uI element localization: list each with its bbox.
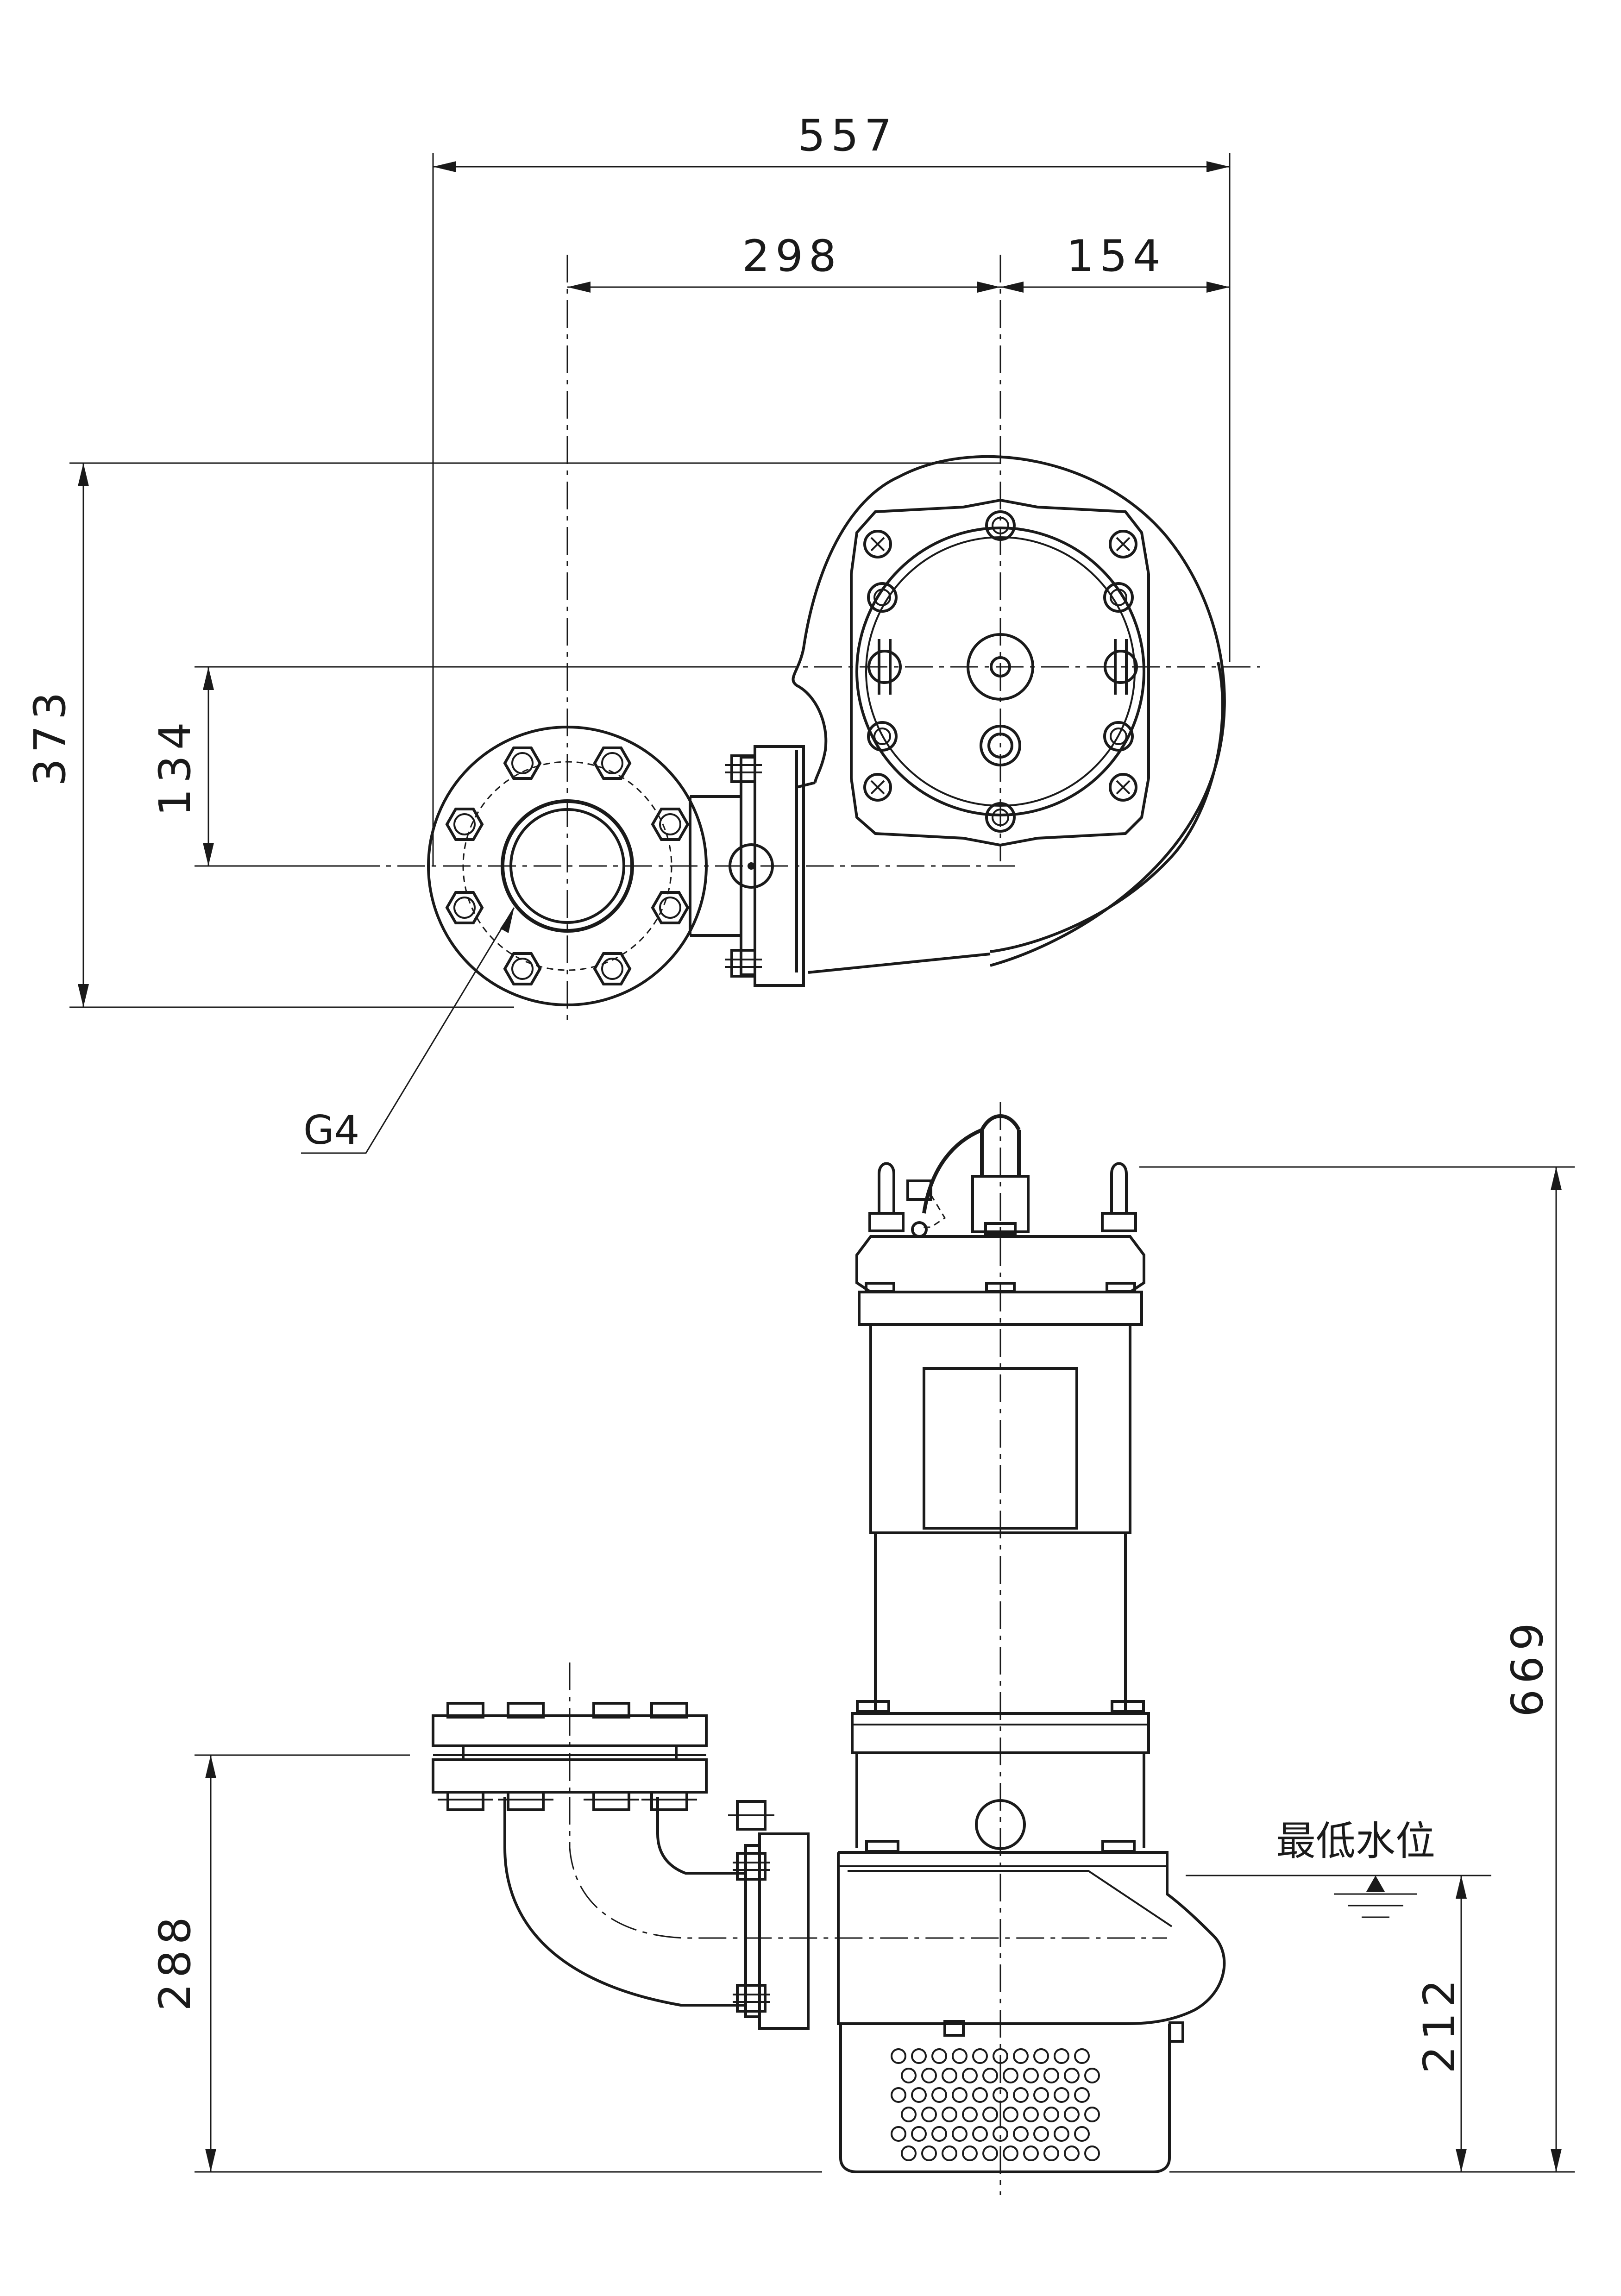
strainer-hole: [1033, 2126, 1049, 2142]
strainer-hole: [1023, 2145, 1039, 2161]
thread-leader: G4: [301, 907, 515, 1154]
strainer-hole: [1033, 2087, 1049, 2103]
plan-view: [427, 455, 1226, 1006]
outlet-thread-label: G4: [303, 1107, 359, 1154]
strainer-hole: [982, 2068, 998, 2083]
dim-overall-width-label: 557: [798, 111, 897, 161]
dim-center-to-casing-label: 154: [1066, 231, 1166, 282]
strainer-hole: [921, 2068, 937, 2083]
strainer-hole: [1023, 2068, 1039, 2083]
dim-plan-depth-label: 373: [25, 686, 75, 786]
strainer-hole: [1064, 2107, 1080, 2122]
strainer-hole: [1013, 2087, 1029, 2103]
strainer-hole: [1084, 2068, 1100, 2083]
strainer-hole: [972, 2126, 988, 2142]
strainer-hole: [1064, 2145, 1080, 2161]
dim-center-to-casing: 154: [1000, 231, 1230, 293]
discharge-elbow: [503, 1797, 1167, 2030]
strainer-hole: [901, 2145, 917, 2161]
strainer-hole: [1084, 2145, 1100, 2161]
dim-center-to-center-label: 298: [742, 231, 842, 282]
dim-outlet-height: 288: [150, 1755, 216, 2172]
strainer-hole: [1033, 2048, 1049, 2064]
discharge-neck: [795, 750, 991, 974]
strainer-hole: [1084, 2107, 1100, 2122]
strainer-hole: [931, 2126, 947, 2142]
strainer-hole: [952, 2087, 968, 2103]
strainer-hole: [1074, 2048, 1090, 2064]
strainer-hole: [972, 2048, 988, 2064]
dim-center-to-center: 298: [567, 231, 1000, 293]
strainer-hole: [982, 2107, 998, 2122]
flange-bolts: [445, 747, 690, 985]
strainer-hole: [962, 2068, 978, 2083]
strainer-hole: [1023, 2107, 1039, 2122]
strainer-hole: [1003, 2068, 1018, 2083]
strainer-hole: [931, 2048, 947, 2064]
min-water-level-mark: 最低水位: [1276, 1818, 1435, 1918]
strainer-hole: [1003, 2145, 1018, 2161]
strainer-hole: [1054, 2126, 1069, 2142]
strainer-hole: [901, 2107, 917, 2122]
strainer-hole: [1043, 2068, 1059, 2083]
strainer-hole: [1054, 2087, 1069, 2103]
strainer-hole: [1043, 2107, 1059, 2122]
strainer-hole: [942, 2068, 957, 2083]
strainer-hole: [891, 2126, 906, 2142]
strainer-hole: [901, 2068, 917, 2083]
strainer-hole: [1074, 2126, 1090, 2142]
lower-housing: [855, 1753, 1145, 1848]
dim-plan-depth: 373: [25, 463, 89, 1007]
dim-overall-height: 669: [1502, 1167, 1562, 2172]
strainer-holes: [891, 2048, 1100, 2161]
strainer-hole: [1064, 2068, 1080, 2083]
strainer-hole: [942, 2107, 957, 2122]
strainer-hole: [1043, 2145, 1059, 2161]
dim-outlet-height-label: 288: [150, 1911, 201, 2011]
strainer-hole: [1013, 2126, 1029, 2142]
strainer-hole: [911, 2048, 927, 2064]
strainer-hole: [952, 2126, 968, 2142]
strainer: [839, 2024, 1171, 2173]
dim-min-level-height: 212: [1414, 1876, 1467, 2172]
strainer-hole: [931, 2087, 947, 2103]
strainer-hole: [1013, 2048, 1029, 2064]
min-water-level-label: 最低水位: [1276, 1818, 1435, 1864]
eye-bolt-right: [1101, 1162, 1137, 1232]
elevation-view: [432, 1114, 1226, 2173]
strainer-hole: [921, 2145, 937, 2161]
strainer-hole: [1054, 2048, 1069, 2064]
strainer-hole: [942, 2145, 957, 2161]
strainer-hole: [911, 2126, 927, 2142]
strainer-hole: [1003, 2107, 1018, 2122]
strainer-hole: [962, 2107, 978, 2122]
dim-min-level-height-label: 212: [1414, 1974, 1465, 2073]
strainer-hole: [921, 2107, 937, 2122]
strainer-hole: [1074, 2087, 1090, 2103]
strainer-hole: [962, 2145, 978, 2161]
dim-outlet-offset-label: 134: [150, 716, 201, 816]
strainer-hole: [952, 2048, 968, 2064]
dim-overall-width: 557: [433, 111, 1230, 172]
volute-casing: [792, 455, 1226, 967]
strainer-hole: [891, 2048, 906, 2064]
dim-outlet-offset: 134: [150, 667, 214, 866]
strainer-hole: [982, 2145, 998, 2161]
strainer-hole: [972, 2087, 988, 2103]
dim-overall-height-label: 669: [1502, 1617, 1553, 1717]
volute-casing-elevation: [837, 1851, 1226, 2025]
eye-bolt-left: [868, 1162, 905, 1232]
strainer-hole: [911, 2087, 927, 2103]
strainer-hole: [891, 2087, 906, 2103]
